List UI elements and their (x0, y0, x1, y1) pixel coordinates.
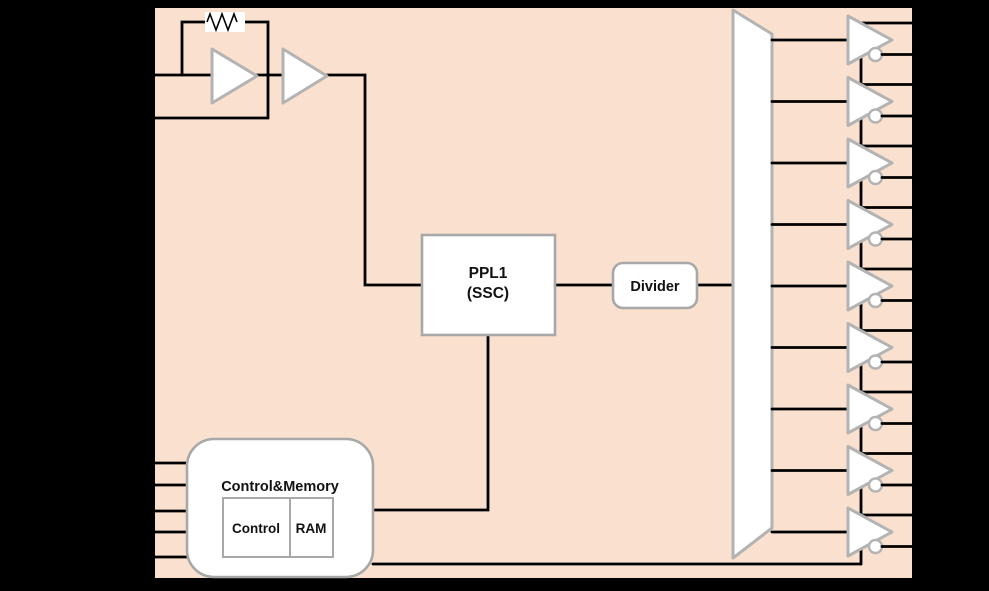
pin-dot (148, 115, 154, 121)
osc-amplifier-2-icon (281, 47, 329, 105)
control-memory-block: Control&Memory Control RAM (185, 437, 375, 579)
pin-dot (148, 508, 154, 514)
ram-sub-box (289, 497, 334, 558)
osc-to-pll-wire (325, 73, 424, 287)
pin-dot (148, 554, 154, 560)
pll-to-control-wire (371, 333, 490, 512)
divider-block: Divider (611, 261, 699, 310)
pll-box (420, 233, 557, 337)
divider-box (611, 261, 699, 310)
fanout-mux-icon (731, 8, 774, 560)
resistor-icon (206, 11, 238, 33)
control-memory-title: Control&Memory (221, 479, 339, 495)
left-pin-wires (138, 72, 270, 560)
core-wires (371, 283, 863, 566)
pin-dot (148, 482, 154, 488)
control-sub-label: Control (232, 521, 280, 536)
osc-amplifier-1-icon (210, 47, 259, 105)
pll-label-line1: PPL1 (469, 265, 508, 282)
pin-dot (148, 72, 154, 78)
divider-label: Divider (630, 279, 680, 295)
control-pin-wires (138, 461, 192, 559)
pll-label-line2: (SSC) (467, 285, 509, 302)
pll-block: PPL1 (SSC) (420, 233, 557, 337)
pin-dot (148, 460, 154, 466)
pin-dot (148, 529, 154, 535)
control-sub-box (222, 497, 291, 558)
ram-sub-label: RAM (296, 521, 327, 536)
